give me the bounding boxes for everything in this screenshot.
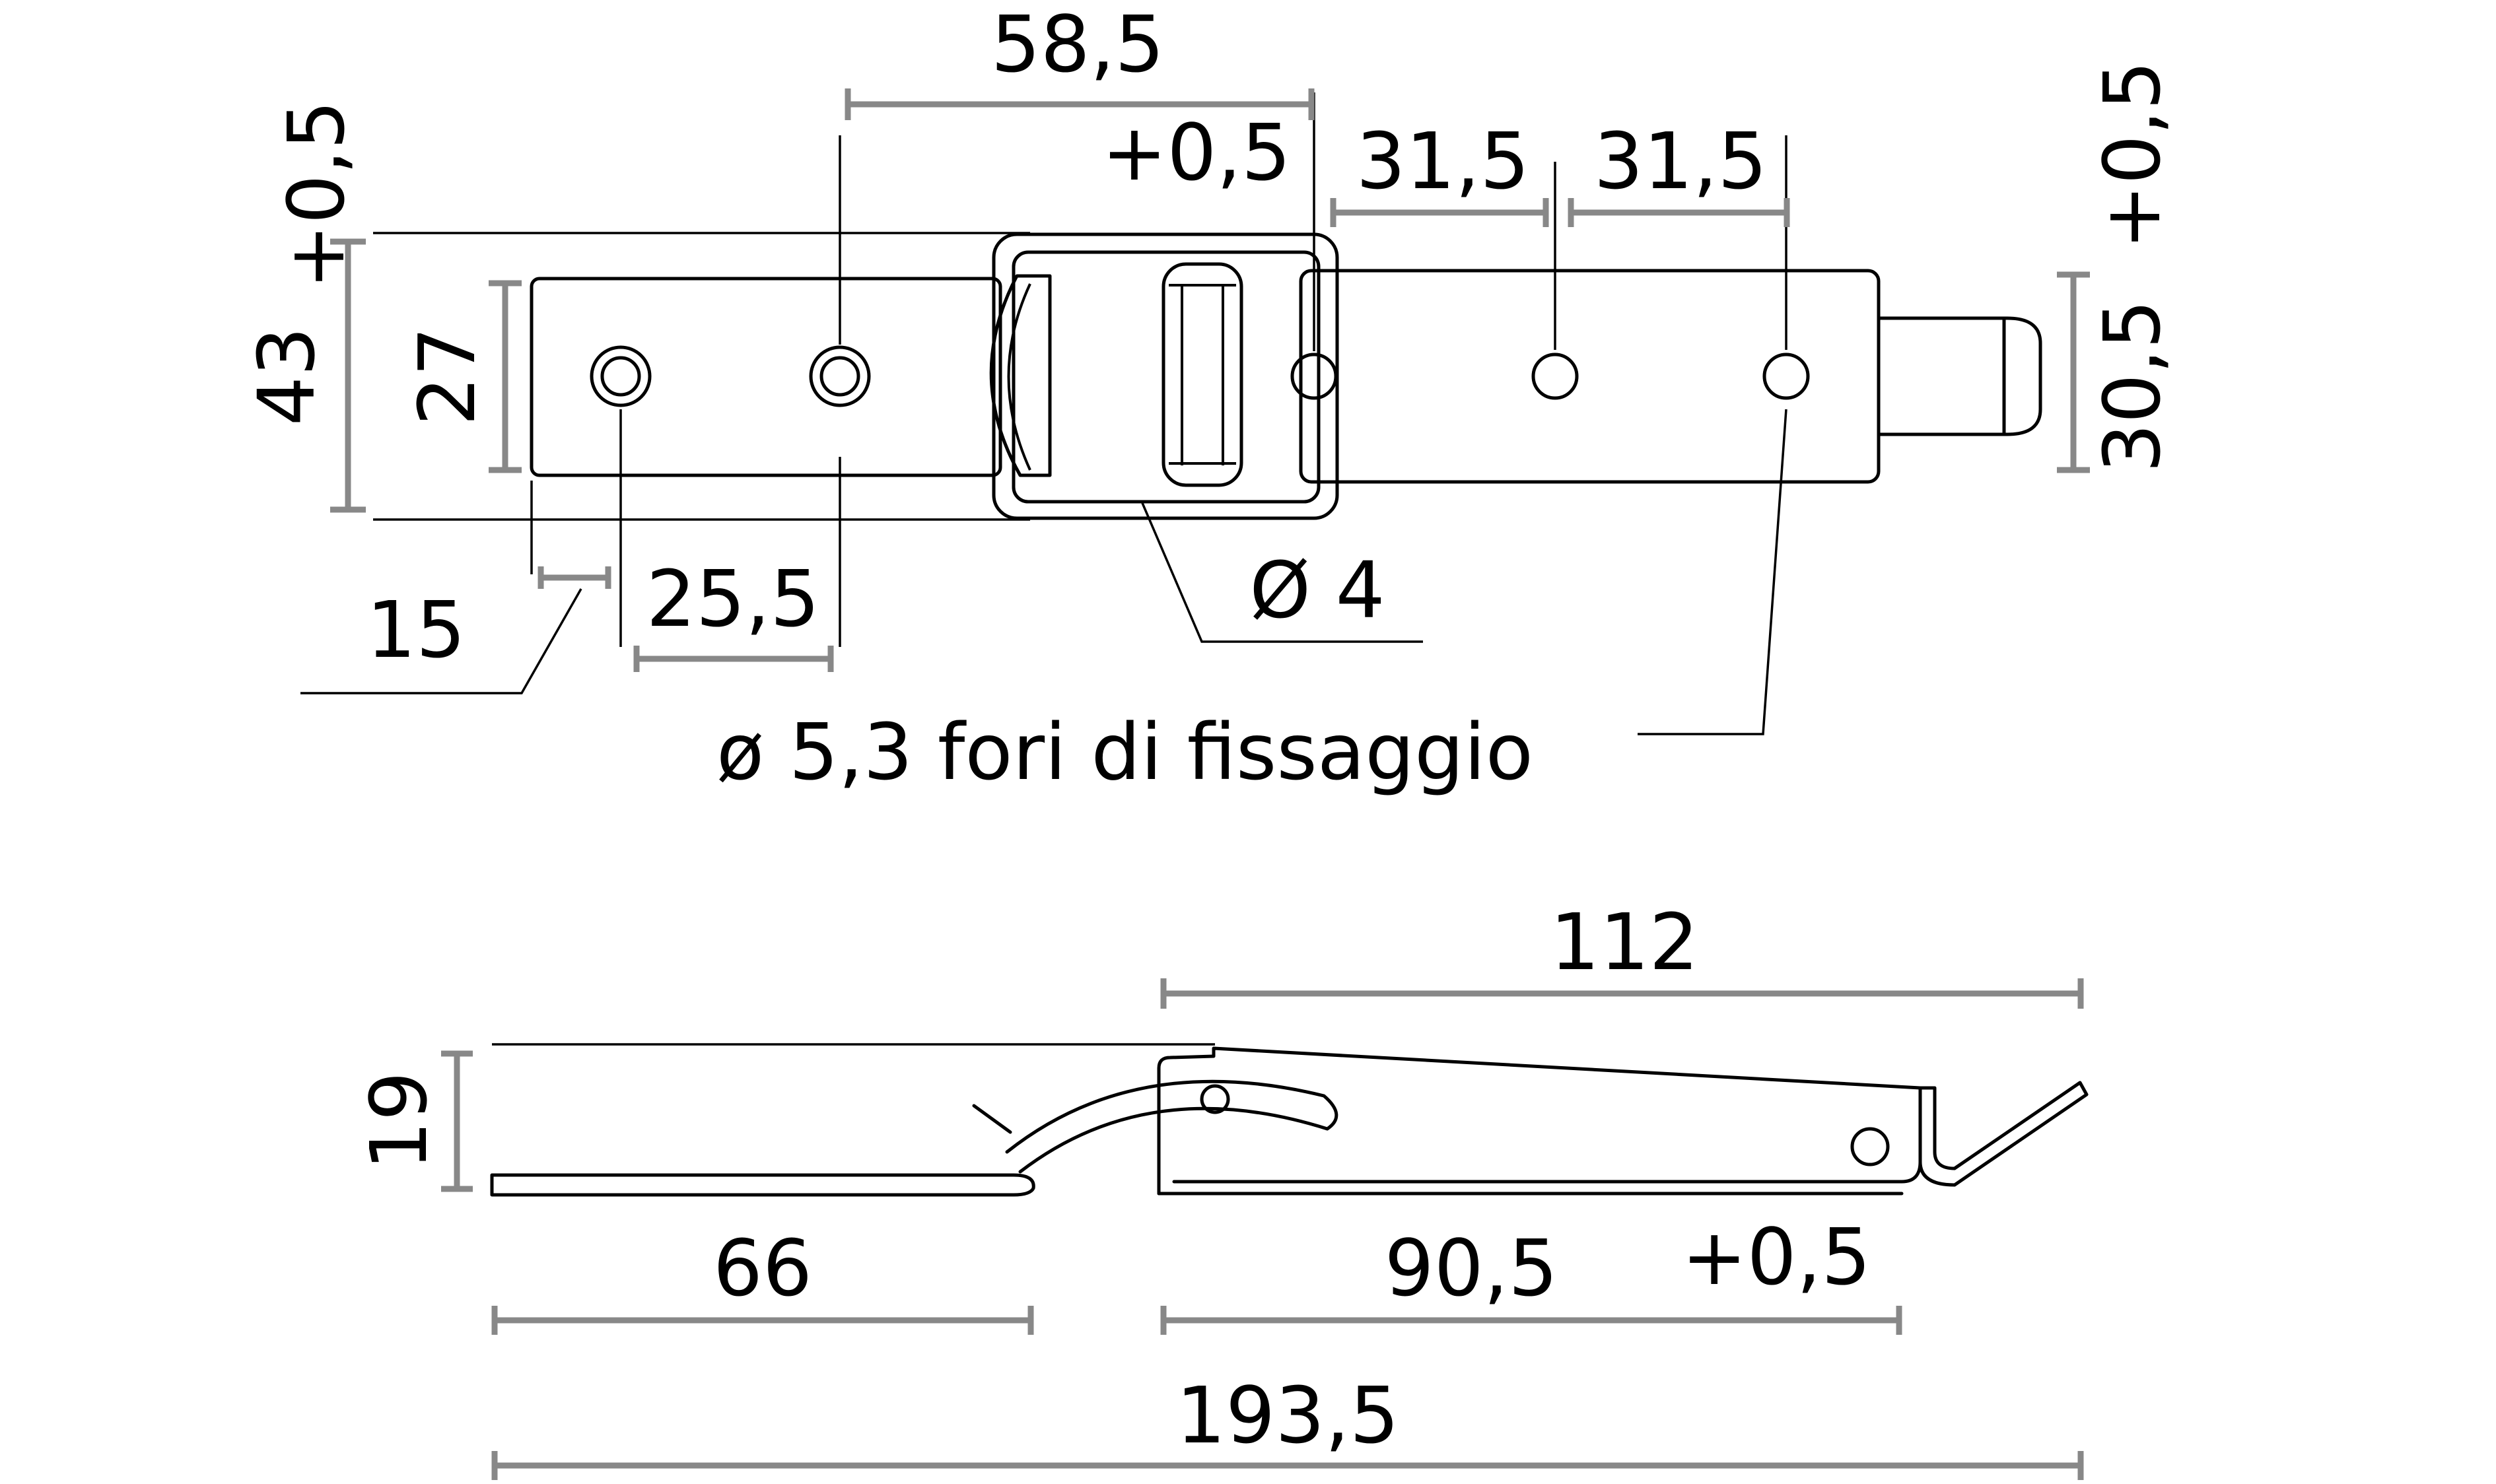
label-19: 19 [353, 1071, 444, 1170]
label-43: 43 [241, 327, 332, 426]
side-hook [1918, 1081, 2089, 1187]
hinge-roller [1161, 262, 1243, 487]
mounting-hole-1-outer [590, 345, 652, 407]
label-27: 27 [401, 327, 493, 426]
side-base-plate [490, 1173, 1035, 1197]
label-tol-43: +0,5 [271, 100, 362, 290]
label-25-5: 25,5 [646, 553, 820, 644]
hook-lever-outline [989, 274, 1052, 477]
bolt-outline [1877, 316, 2042, 436]
label-58-5: 58,5 [991, 0, 1165, 90]
label-31-5-b: 31,5 [1594, 116, 1768, 207]
mounting-hole-4 [1531, 353, 1579, 400]
leader-diam-4 [1141, 502, 1423, 643]
side-view: 112 19 66 90,5 +0,5 193,5 [353, 896, 2089, 1480]
label-15: 15 [366, 584, 466, 675]
mounting-hole-2-inner [819, 356, 860, 397]
label-90-5: 90,5 [1385, 1223, 1558, 1314]
side-pivot-hole [1850, 1127, 1890, 1166]
side-roller-pin [1200, 1084, 1230, 1114]
label-tol-hook: +0,5 [1101, 107, 1291, 198]
side-latch-body [1157, 1046, 1922, 1196]
label-66: 66 [713, 1223, 812, 1314]
mounting-hole-3 [1290, 353, 1338, 400]
top-view: 58,5 +0,5 31,5 31,5 43 +0,5 27 15 25,5 Ø… [241, 0, 2178, 797]
wire-bow-inner [1012, 250, 1321, 504]
latch-plate-outline [1299, 269, 1881, 484]
label-112: 112 [1550, 896, 1698, 988]
mounting-hole-1-inner [600, 356, 641, 397]
label-30-5: 30,5 [2087, 300, 2178, 473]
side-wire-bow [1005, 1079, 1338, 1174]
leader-holes [1638, 409, 1787, 735]
side-bow-pivot [972, 1104, 1012, 1134]
label-holes-note: ø 5,3 fori di fissaggio [716, 706, 1533, 797]
base-plate-outline [530, 277, 1002, 477]
mounting-hole-5 [1762, 353, 1810, 400]
label-tol-30-5: +0,5 [2087, 61, 2178, 250]
label-193-5: 193,5 [1176, 1370, 1399, 1461]
label-tol-90-5: +0,5 [1682, 1211, 1871, 1302]
mounting-hole-2-outer [809, 345, 871, 407]
label-diam-4: Ø 4 [1249, 545, 1385, 636]
leader-15 [300, 588, 582, 694]
hook-lever-inner-curve [1007, 283, 1031, 471]
label-31-5-a: 31,5 [1356, 116, 1530, 207]
